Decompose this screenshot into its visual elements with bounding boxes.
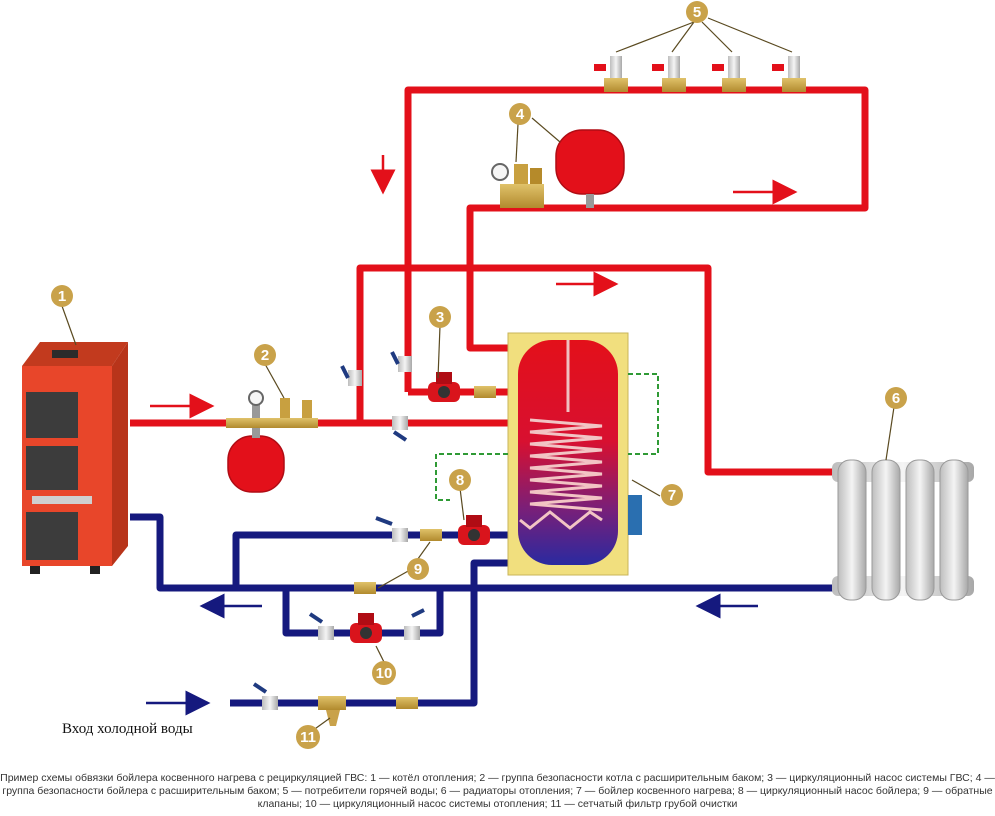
svg-text:7: 7	[668, 487, 676, 504]
svg-text:9: 9	[414, 561, 422, 578]
expansion-tank-icon	[555, 129, 625, 195]
strainer-icon	[318, 696, 346, 726]
marker-3: 3	[429, 306, 451, 328]
marker-8: 8	[449, 469, 471, 491]
marker-11: 11	[296, 725, 320, 749]
heating-return-pipe	[130, 513, 835, 592]
boiler-safety-group	[226, 390, 318, 493]
check-valve-icon	[396, 697, 418, 709]
expansion-tank-icon	[227, 435, 285, 493]
radiator-supply-pipe	[356, 264, 835, 476]
svg-text:8: 8	[456, 472, 464, 489]
marker-7: 7	[661, 484, 683, 506]
leader-lines	[61, 17, 895, 732]
ball-valve-icon	[404, 608, 425, 640]
ball-valve-icon	[308, 612, 334, 640]
consumer-tap	[652, 56, 686, 92]
flow-arrows	[146, 155, 798, 716]
svg-text:11: 11	[300, 729, 316, 746]
marker-2: 2	[254, 344, 276, 366]
boiler-icon	[22, 342, 128, 574]
heating-scheme-diagram: 1 2 3 4 5 6 7 8 9 10 11 Вход холодной во…	[22, 1, 974, 749]
svg-text:6: 6	[892, 390, 900, 407]
marker-5: 5	[686, 1, 708, 23]
figure-caption: Пример схемы обвязки бойлера косвенного …	[0, 772, 995, 810]
pump-icon	[350, 613, 382, 643]
ball-valve-icon	[375, 516, 408, 542]
ball-valve-icon	[340, 365, 362, 386]
radiator-icon	[832, 459, 974, 601]
ball-valve-icon	[390, 351, 412, 372]
dhw-safety-group	[491, 129, 625, 208]
marker-1: 1	[51, 285, 73, 307]
consumer-tap	[772, 56, 806, 92]
svg-text:10: 10	[376, 665, 393, 682]
cold-inlet-pipe	[230, 559, 520, 707]
indirect-water-heater	[435, 332, 659, 576]
consumer-tap	[594, 56, 628, 92]
hot-water-consumers	[594, 56, 806, 92]
svg-text:3: 3	[436, 309, 444, 326]
svg-text:1: 1	[58, 288, 66, 305]
check-valves	[354, 386, 496, 709]
svg-text:5: 5	[693, 4, 701, 21]
pump-icon	[458, 515, 490, 545]
dhw-outlet-pipe	[404, 86, 869, 392]
svg-text:4: 4	[516, 106, 525, 123]
check-valve-icon	[354, 582, 376, 594]
pressure-gauge-icon	[248, 390, 264, 406]
check-valve-icon	[420, 529, 442, 541]
marker-9: 9	[407, 558, 429, 580]
pump-icon	[428, 372, 460, 402]
heating-coil	[519, 418, 603, 530]
pressure-gauge-icon	[491, 163, 509, 181]
ball-valve-icon	[252, 682, 278, 710]
marker-4: 4	[509, 103, 531, 125]
ball-valves	[252, 351, 425, 710]
ball-valve-icon	[392, 416, 408, 442]
marker-10: 10	[372, 661, 396, 685]
cold-water-inlet-label: Вход холодной воды	[62, 721, 193, 737]
check-valve-icon	[474, 386, 496, 398]
hot-pipes	[130, 86, 869, 476]
svg-text:2: 2	[261, 347, 269, 364]
marker-6: 6	[885, 387, 907, 409]
consumer-tap	[712, 56, 746, 92]
